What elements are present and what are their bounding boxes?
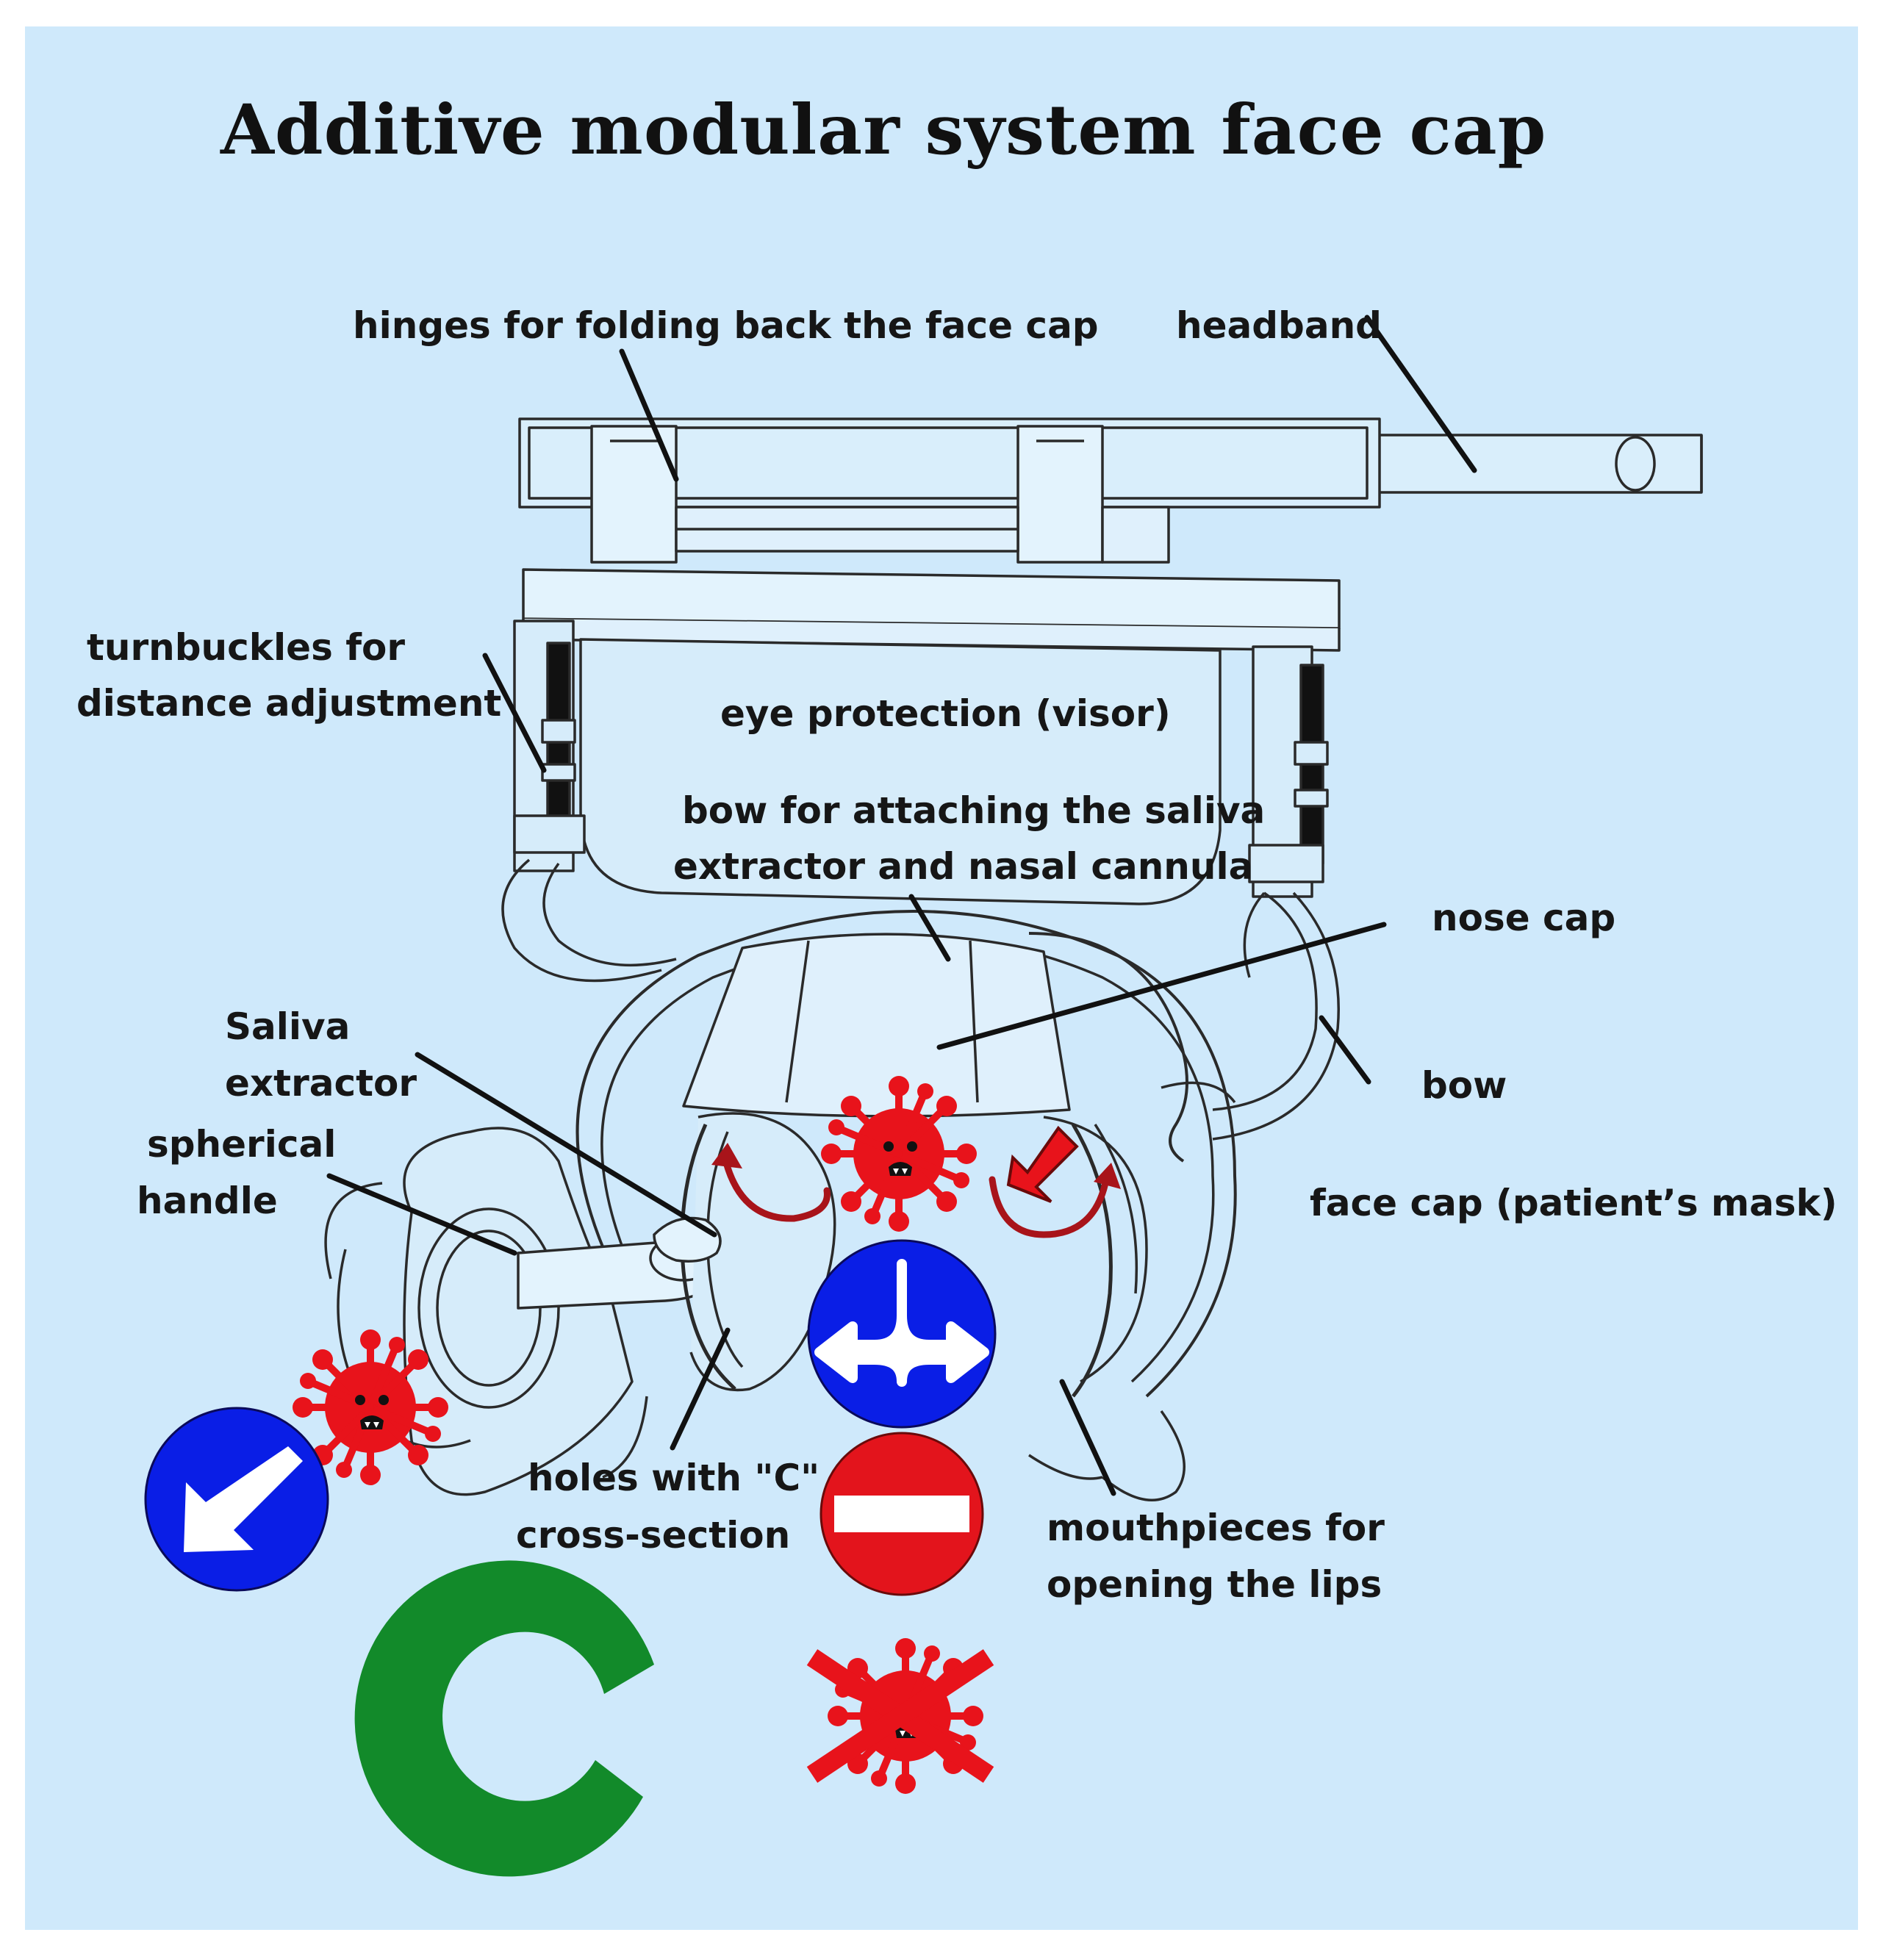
label-bow-attach-line2: extractor and nasal cannula [673, 845, 1254, 888]
label-hinges: hinges for folding back the face cap [353, 304, 1099, 347]
crossed-virus-icon [806, 1638, 994, 1794]
keep-left-sign-icon [144, 1407, 329, 1592]
label-turnbuckles-line1: turnbuckles for [87, 626, 406, 669]
label-bow-attach-line1: bow for attaching the saliva [682, 789, 1266, 832]
label-spherical-line1: spherical [147, 1123, 337, 1166]
page-title: Additive modular system face cap [220, 90, 1547, 170]
label-bow: bow [1421, 1064, 1507, 1107]
label-mouthpieces-line2: opening the lips [1047, 1563, 1382, 1606]
label-holes-line1: holes with "C" [528, 1457, 820, 1499]
curved-arrow-icon [1094, 1163, 1121, 1189]
split-arrow-sign-icon [807, 1239, 997, 1429]
label-holes-line2: cross-section [516, 1514, 791, 1557]
label-saliva-line1: Saliva [225, 1005, 351, 1048]
label-turnbuckles-line2: distance adjustment [76, 682, 502, 725]
red-down-left-arrow-icon [1006, 1125, 1079, 1203]
curved-arrow-icon [711, 1143, 742, 1169]
label-headband: headband [1176, 304, 1382, 347]
label-mouthpieces-line1: mouthpieces for [1047, 1507, 1385, 1549]
label-visor: eye protection (visor) [720, 692, 1171, 735]
no-entry-sign-icon [819, 1432, 984, 1596]
label-saliva-line2: extractor [225, 1062, 417, 1105]
virus-icon [821, 1076, 977, 1232]
label-nose-cap: nose cap [1432, 897, 1616, 939]
green-c-shape [354, 1560, 654, 1877]
label-face-cap: face cap (patient’s mask) [1310, 1182, 1837, 1224]
label-spherical-line2: handle [137, 1180, 278, 1222]
